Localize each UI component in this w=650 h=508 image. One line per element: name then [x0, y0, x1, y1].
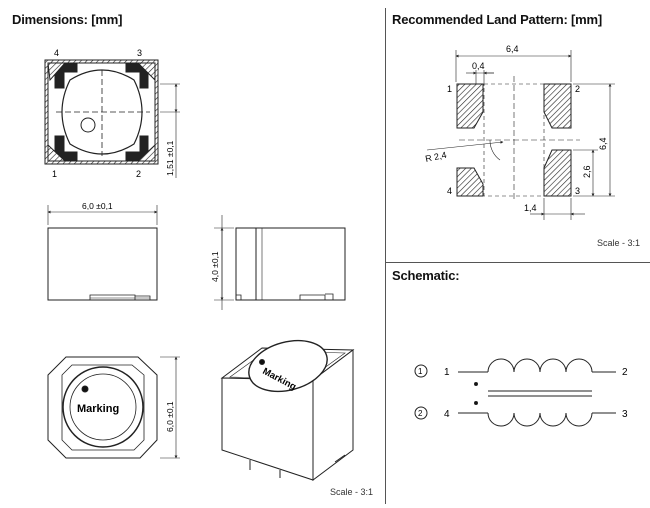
height-small-dimension: 1,51 ±0,1	[165, 140, 175, 176]
isometric-view	[220, 339, 355, 481]
side-view-front	[47, 205, 158, 301]
schematic-pin-2: 2	[622, 367, 628, 378]
depth-dimension: 6,0 ±0,1	[165, 401, 175, 432]
land-pin-3: 3	[575, 186, 580, 196]
vertical-divider	[385, 8, 386, 504]
schematic-pin-1: 1	[444, 367, 450, 378]
land-pin-1: 1	[447, 84, 452, 94]
pad-width-label: 1,4	[524, 203, 537, 213]
schematic-circle-1: 1	[418, 367, 423, 376]
overall-width-label: 6,4	[506, 44, 519, 54]
schematic-pin-3: 3	[622, 409, 628, 420]
dimensions-scale: Scale - 3:1	[330, 487, 374, 497]
land-pattern-scale: Scale - 3:1	[597, 238, 641, 248]
dimensions-title: Dimensions: [mm]	[12, 12, 123, 27]
side-view-side	[214, 215, 346, 310]
land-pin-4: 4	[447, 186, 452, 196]
marking-front-label: Marking	[77, 403, 119, 415]
pin-1-label: 1	[52, 169, 57, 179]
pin-3-label: 3	[137, 48, 142, 58]
radius-label: R 2,4	[424, 150, 447, 164]
pin-2-label: 2	[136, 169, 141, 179]
land-pattern-title: Recommended Land Pattern: [mm]	[392, 12, 602, 27]
width-dimension: 6,0 ±0,1	[82, 201, 113, 211]
height-dimension: 4,0 ±0,1	[210, 251, 220, 282]
horizontal-divider	[386, 262, 650, 263]
gap-label: 0,4	[472, 61, 485, 71]
pin-4-label: 4	[54, 48, 59, 58]
top-view	[44, 59, 180, 178]
land-pattern	[426, 50, 615, 220]
schematic-diagram	[414, 358, 616, 427]
schematic-circle-2: 2	[418, 409, 423, 418]
front-view	[47, 356, 180, 459]
pad-height-label: 2,6	[582, 165, 592, 178]
schematic-title: Schematic:	[392, 268, 460, 283]
land-pin-2: 2	[575, 84, 580, 94]
schematic-pin-4: 4	[444, 409, 450, 420]
overall-height-label: 6,4	[598, 137, 608, 150]
